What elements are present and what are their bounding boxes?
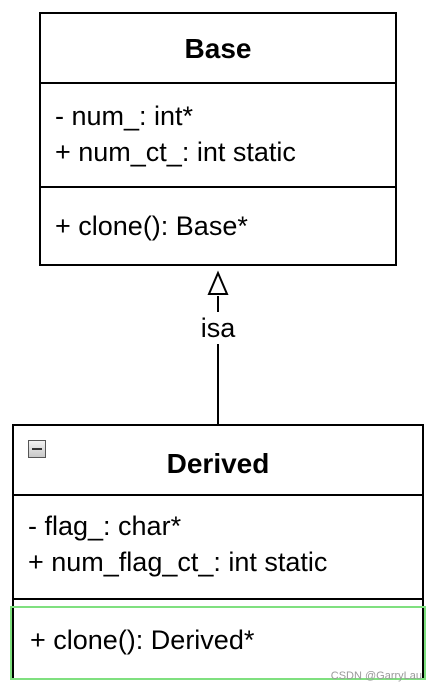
base-class-box[interactable]: Base - num_: int* + num_ct_: int static … [39, 12, 397, 266]
relationship-label: isa [190, 312, 246, 344]
derived-class-box[interactable]: Derived - flag_: char* + num_flag_ct_: i… [12, 424, 424, 680]
base-attributes-section: - num_: int* + num_ct_: int static [41, 84, 395, 188]
derived-attribute: - flag_: char* [28, 511, 182, 541]
derived-operation: + clone(): Derived* [30, 625, 255, 655]
base-operation: + clone(): Base* [55, 211, 248, 241]
base-class-name: Base [41, 14, 395, 84]
watermark: CSDN @GarryLau [330, 670, 422, 682]
derived-operations-section: + clone(): Derived* [14, 600, 422, 678]
derived-attributes-section: - flag_: char* + num_flag_ct_: int stati… [14, 496, 422, 600]
inheritance-arrowhead-icon [207, 270, 229, 295]
derived-class-name: Derived [166, 448, 270, 479]
base-attribute: - num_: int* [55, 101, 194, 131]
collapse-icon[interactable] [28, 440, 46, 458]
base-operations-section: + clone(): Base* [41, 188, 395, 264]
derived-class-header: Derived [14, 426, 422, 496]
derived-attribute: + num_flag_ct_: int static [28, 547, 328, 577]
base-attribute: + num_ct_: int static [55, 137, 296, 167]
